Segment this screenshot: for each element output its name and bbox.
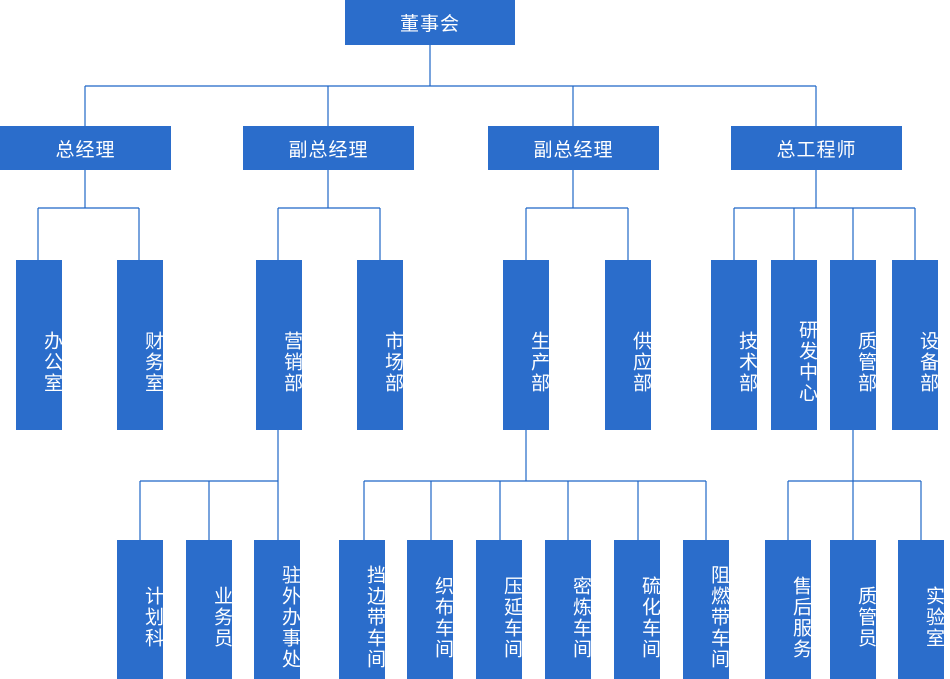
chief-engineer-node: 总工程师	[731, 126, 902, 170]
workshop-node-2: 织布车间	[407, 540, 454, 679]
tech-dept-node: 技术部	[711, 260, 758, 430]
general-manager-node: 总经理	[0, 126, 171, 170]
board-node: 董事会	[345, 0, 515, 45]
workshop-node-6: 阻燃带车间	[683, 540, 730, 679]
sales-staff-node: 业务员	[186, 540, 233, 679]
rnd-center-node: 研发中心	[771, 260, 818, 430]
market-dept-node: 市场部	[357, 260, 404, 430]
workshop-node-4: 密炼车间	[545, 540, 592, 679]
planning-section-node: 计划科	[117, 540, 164, 679]
office-node: 办公室	[16, 260, 63, 430]
qa-dept-node: 质管部	[830, 260, 877, 430]
qa-inspector-node: 质管员	[830, 540, 877, 679]
laboratory-node: 实验室	[898, 540, 945, 679]
workshop-node-3: 压延车间	[476, 540, 523, 679]
workshop-node-5: 硫化车间	[614, 540, 661, 679]
finance-node: 财务室	[117, 260, 164, 430]
outpost-office-node: 驻外办事处	[254, 540, 301, 679]
production-dept-node: 生产部	[503, 260, 550, 430]
vice-general-manager-node-1: 副总经理	[243, 126, 414, 170]
workshop-node-1: 挡边带车间	[339, 540, 386, 679]
sales-dept-node: 营销部	[256, 260, 303, 430]
supply-dept-node: 供应部	[605, 260, 652, 430]
vice-general-manager-node-2: 副总经理	[488, 126, 659, 170]
equipment-dept-node: 设备部	[892, 260, 939, 430]
after-sales-node: 售后服务	[765, 540, 812, 679]
